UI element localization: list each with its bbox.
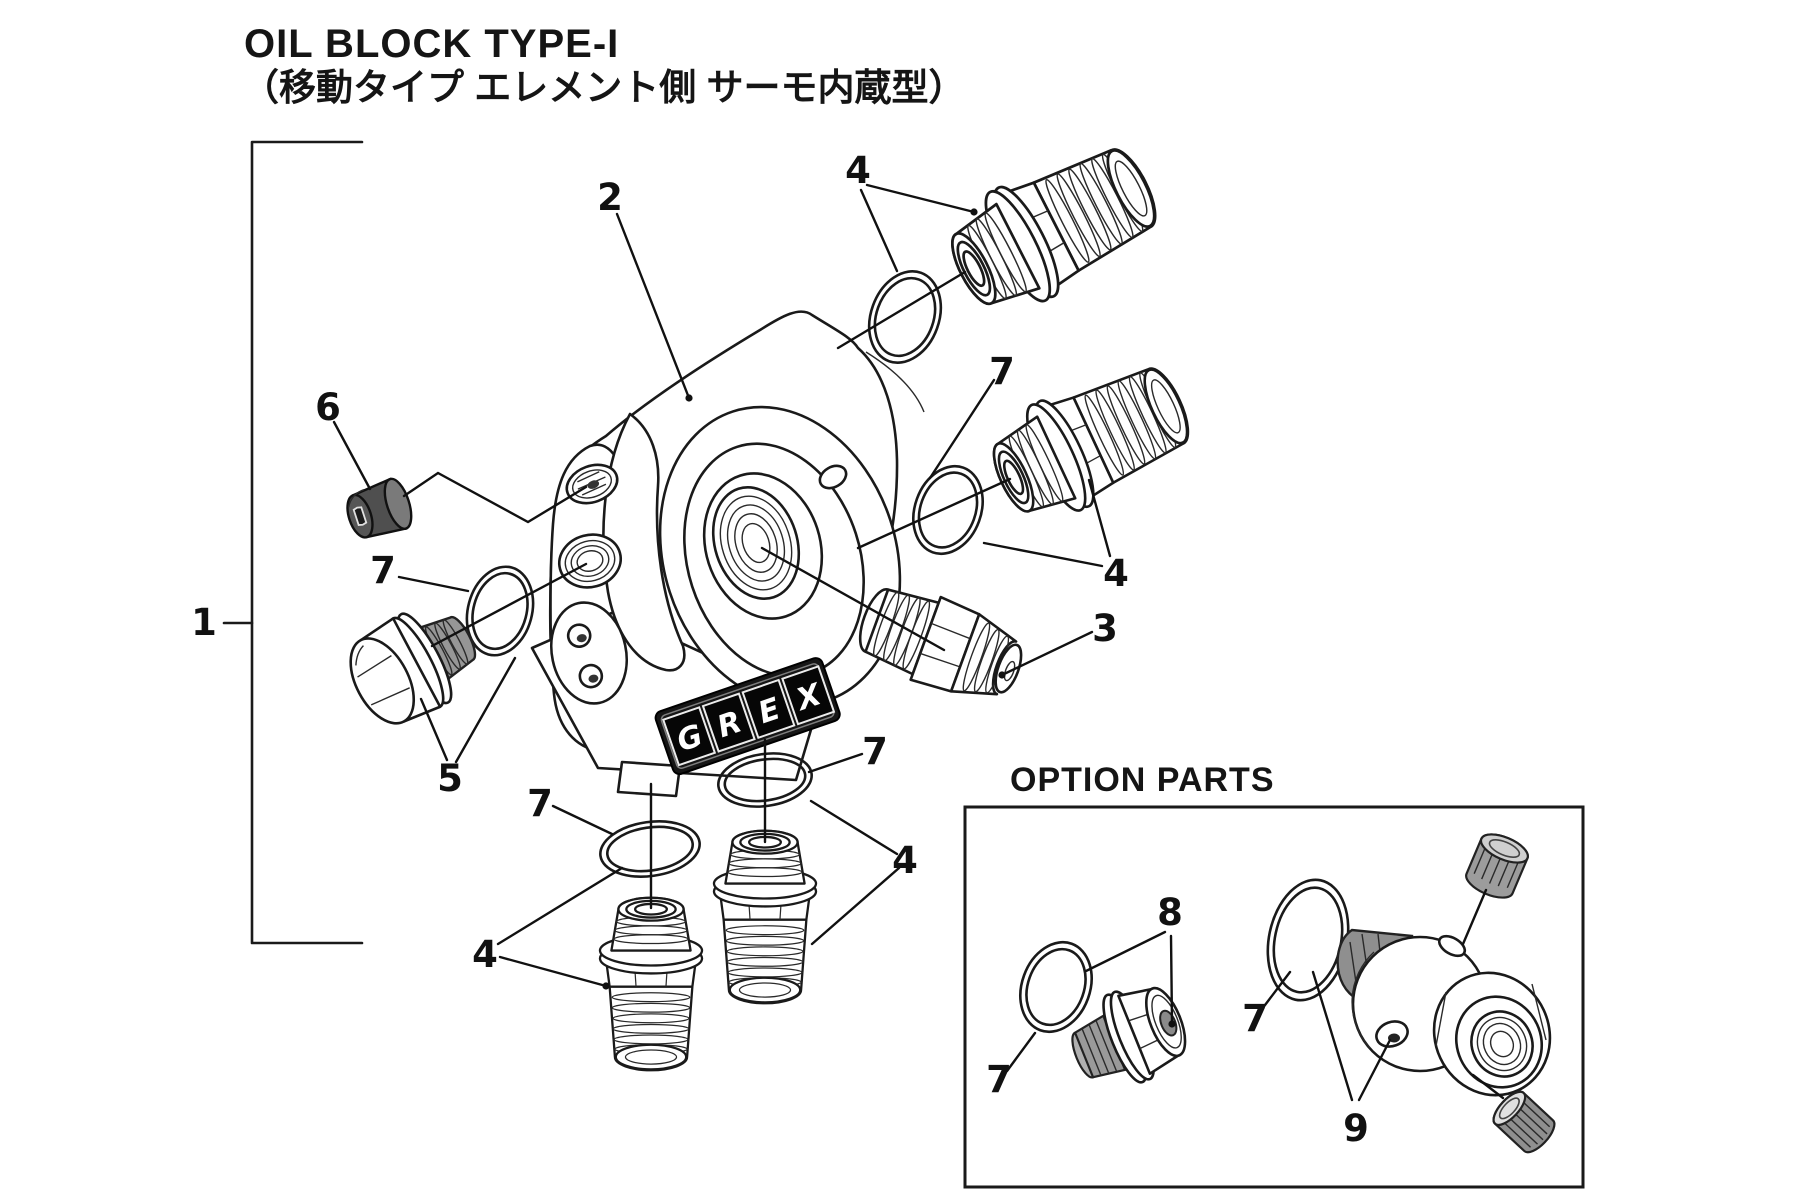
adapter-knurled-plug bbox=[1492, 1090, 1556, 1154]
callout-5: 5 bbox=[437, 757, 463, 800]
assembly-bracket bbox=[222, 140, 364, 945]
o-ring-mid-right bbox=[912, 464, 984, 556]
fitting-4-bottom-right bbox=[712, 829, 818, 1005]
callout-numbers: 1 2 4 7 4 3 6 7 5 7 4 7 4 8 7 7 9 bbox=[191, 149, 1369, 1150]
callout-7-bottom-right: 7 bbox=[862, 730, 888, 773]
callout-1: 1 bbox=[191, 601, 217, 644]
sensor-boss bbox=[549, 601, 629, 705]
callout-7-option-mid: 7 bbox=[1242, 997, 1268, 1040]
title-block: OIL BLOCK TYPE-I （移動タイプ エレメント側 サーモ内蔵型） bbox=[242, 22, 966, 108]
callout-4-bottom-left: 4 bbox=[472, 933, 498, 976]
option-o-ring-8 bbox=[1019, 940, 1093, 1034]
fitting-3-center bbox=[848, 573, 1035, 715]
callout-7-bottom-left: 7 bbox=[527, 782, 553, 825]
callout-3: 3 bbox=[1092, 607, 1118, 650]
large-threaded-port bbox=[558, 533, 622, 589]
leader-lines bbox=[332, 183, 1392, 1102]
callout-9: 9 bbox=[1343, 1107, 1369, 1150]
option-parts-box: OPTION PARTS bbox=[963, 761, 1585, 1189]
grex-logo-plate: G R E X bbox=[654, 657, 841, 776]
callout-8: 8 bbox=[1157, 891, 1183, 934]
o-ring-top-right bbox=[867, 270, 943, 364]
callout-4-mid-right: 4 bbox=[1103, 552, 1129, 595]
callout-7-top-right: 7 bbox=[989, 350, 1015, 393]
adapter-knurled-cap bbox=[1465, 833, 1529, 899]
callout-7-option-left: 7 bbox=[986, 1058, 1012, 1101]
callout-4-bottom-right: 4 bbox=[892, 839, 918, 882]
o-ring-bottom-right bbox=[717, 752, 813, 808]
callout-2: 2 bbox=[597, 176, 623, 219]
diagram-subtitle: （移動タイプ エレメント側 サーモ内蔵型） bbox=[242, 67, 966, 108]
drain-plug bbox=[349, 612, 477, 725]
option-adapter-9 bbox=[1336, 833, 1556, 1154]
fitting-4-top-right bbox=[932, 125, 1175, 331]
o-ring-left bbox=[465, 565, 535, 657]
option-parts-title: OPTION PARTS bbox=[1010, 761, 1275, 799]
diagram-title: OIL BLOCK TYPE-I bbox=[244, 22, 619, 66]
oil-block-body: G R E X bbox=[530, 310, 925, 798]
callout-6: 6 bbox=[315, 386, 341, 429]
o-ring-bottom-left bbox=[599, 820, 701, 878]
option-plug-8 bbox=[1071, 986, 1187, 1084]
callout-7-left: 7 bbox=[370, 549, 396, 592]
socket-plug bbox=[346, 477, 413, 539]
small-threaded-port bbox=[565, 463, 619, 505]
callout-4-top: 4 bbox=[845, 149, 871, 192]
fitting-4-bottom-left bbox=[598, 896, 704, 1072]
